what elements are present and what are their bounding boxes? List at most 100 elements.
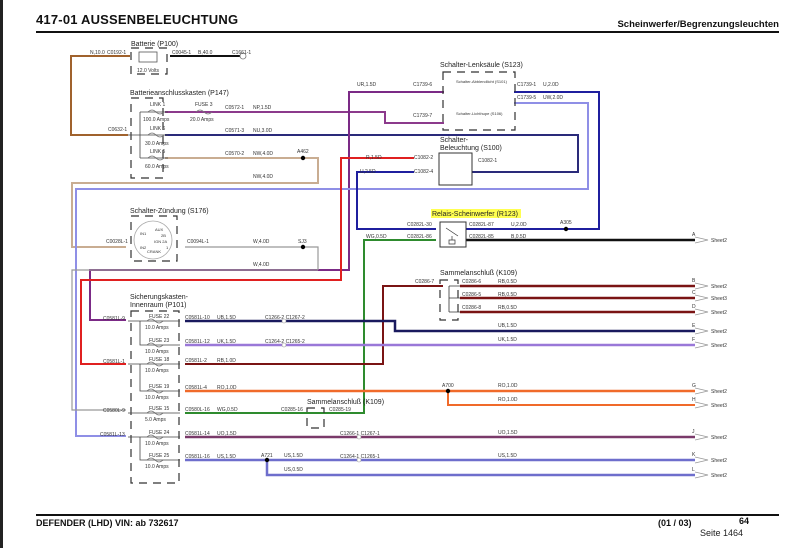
- arrow-icon: [694, 236, 709, 244]
- fuse-wire: RO,1.0D: [217, 385, 237, 391]
- inline-connector-label: C1266-1 C1267-1: [340, 431, 380, 437]
- light-in2-conn: C1082-4: [414, 169, 433, 175]
- ub-wire-label: UB,1.5D: [498, 323, 517, 329]
- column-in1-wire: UR,1.5D: [357, 82, 377, 88]
- wire-r: [80, 157, 414, 365]
- relay-c85: C0282L-85: [469, 234, 494, 240]
- wire-ro-h: [447, 391, 695, 406]
- light-switch-title-1: Schalter-: [440, 137, 469, 144]
- fuse-in-conn: C0581L-9: [103, 316, 125, 322]
- page-edge: [0, 0, 3, 548]
- column-out1-conn: C1739-1: [517, 82, 536, 88]
- wire-u-25: [356, 171, 436, 230]
- sheet-ref-label: Sheet2: [711, 284, 727, 290]
- link1-name: LINK 1: [150, 102, 166, 108]
- battery-conn-left: C0192-1: [107, 50, 126, 56]
- footer-page-number: 64: [739, 516, 750, 526]
- relay-w85: B,0.5D: [511, 234, 527, 240]
- fuse-rating: 10.0 Amps: [145, 441, 169, 447]
- fuse-wire: UB,1.5D: [217, 315, 236, 321]
- arrow-icon: [694, 308, 709, 316]
- inline-connector-label: C1264-2 C1265-2: [265, 339, 305, 345]
- battery-junction-box: [130, 97, 164, 179]
- ignition-box: [130, 215, 178, 262]
- k109-top-in: C0286-7: [415, 279, 434, 285]
- sheet-ref-label: Sheet2: [711, 389, 727, 395]
- k109-top-out2-wire: RB,0.5D: [498, 292, 517, 298]
- fuse-out-conn: C0581L-14: [185, 431, 210, 437]
- wire-np: [165, 111, 444, 124]
- sheet-ref-letter: J: [692, 429, 695, 435]
- splice-a305-label: A305: [560, 220, 572, 226]
- light-in1-conn: C1082-2: [414, 155, 433, 161]
- ignition-in-conn: C0028L-1: [106, 239, 128, 245]
- light-out-conn: C1082-1: [478, 158, 497, 164]
- sheet-ref-label: Sheet3: [711, 296, 727, 302]
- wire-u-2: [466, 91, 600, 230]
- relay-c30: C0282L-30: [407, 222, 432, 228]
- fuse-rating: 10.0 Amps: [145, 464, 169, 470]
- link5-rating: 60.0 Amps: [145, 164, 169, 170]
- header-rule: [36, 31, 779, 33]
- wire-us-l: [265, 460, 695, 477]
- k109-top-out1-conn: C0286-6: [462, 279, 481, 285]
- link5-name: LINK 5: [150, 149, 166, 155]
- sheet-ref-label: Sheet2: [711, 343, 727, 349]
- column-out1-wire: U,2.0D: [543, 82, 559, 88]
- relay-title: Relais-Scheinwerfer (R123): [432, 211, 518, 218]
- splice-a462: [300, 155, 306, 161]
- fuse3-name: FUSE 3: [195, 102, 213, 108]
- sheet-ref-label: Sheet2: [711, 435, 727, 441]
- battery-conn-right: C0045-1: [172, 50, 191, 56]
- light-in1-wire: R,1.5D: [366, 155, 382, 161]
- sheet-ref-letter: E: [692, 323, 696, 329]
- inline-connector-icon: [356, 457, 362, 463]
- bj-out3-wire: NW,4.0D: [253, 151, 273, 157]
- sheet-ref-letter: K: [692, 452, 696, 458]
- splice-a721: [264, 457, 270, 463]
- us-k-wire-label: US,1.5D: [498, 453, 517, 459]
- ro-g-wire-label: RO,1.0D: [498, 383, 518, 389]
- wire-n-10: [70, 55, 130, 136]
- ign-pos-1: 1: [166, 245, 169, 250]
- k109-bottom-left: C0285-16: [281, 407, 303, 413]
- page-title: 417-01 AUSSENBELEUCHTUNG: [36, 12, 239, 27]
- splice-k109-top-bus: [448, 285, 460, 313]
- splice-sj3-label: SJ3: [298, 239, 307, 245]
- splice-a305: [563, 226, 569, 232]
- link6-rating: 30.0 Amps: [145, 141, 169, 147]
- ignition-title: Schalter-Zündung (S176): [130, 208, 209, 215]
- fuse-name: FUSE 24: [149, 430, 170, 436]
- battery-box: [130, 47, 168, 75]
- relay-title-highlight: [431, 209, 521, 218]
- k109-top-out3-wire: RB,0.5D: [498, 305, 517, 311]
- sheet-ref-letter: L: [692, 467, 695, 473]
- bj-input-conn: C0632-1: [108, 127, 127, 133]
- bj-out1-conn: C0572-1: [225, 105, 244, 111]
- fuse-out-conn: C0580L-16: [185, 407, 210, 413]
- column-in1-conn: C1739-6: [413, 82, 432, 88]
- column-sw1-label: Schalter-Abblendlicht (S101): [456, 79, 508, 84]
- footer-rule: [36, 514, 779, 516]
- ign-pos-in1: IN1: [140, 231, 147, 236]
- footer-seite: Seite 1464: [700, 528, 744, 538]
- ignition-switch-dial: [133, 220, 173, 260]
- sheet-ref-label: Sheet2: [711, 238, 727, 244]
- wire-nu: [165, 134, 579, 173]
- link1-rating: 100.0 Amps: [143, 117, 170, 123]
- ground-icon: [239, 52, 247, 60]
- sheet-ref-j[interactable]: J Sheet2: [692, 429, 727, 441]
